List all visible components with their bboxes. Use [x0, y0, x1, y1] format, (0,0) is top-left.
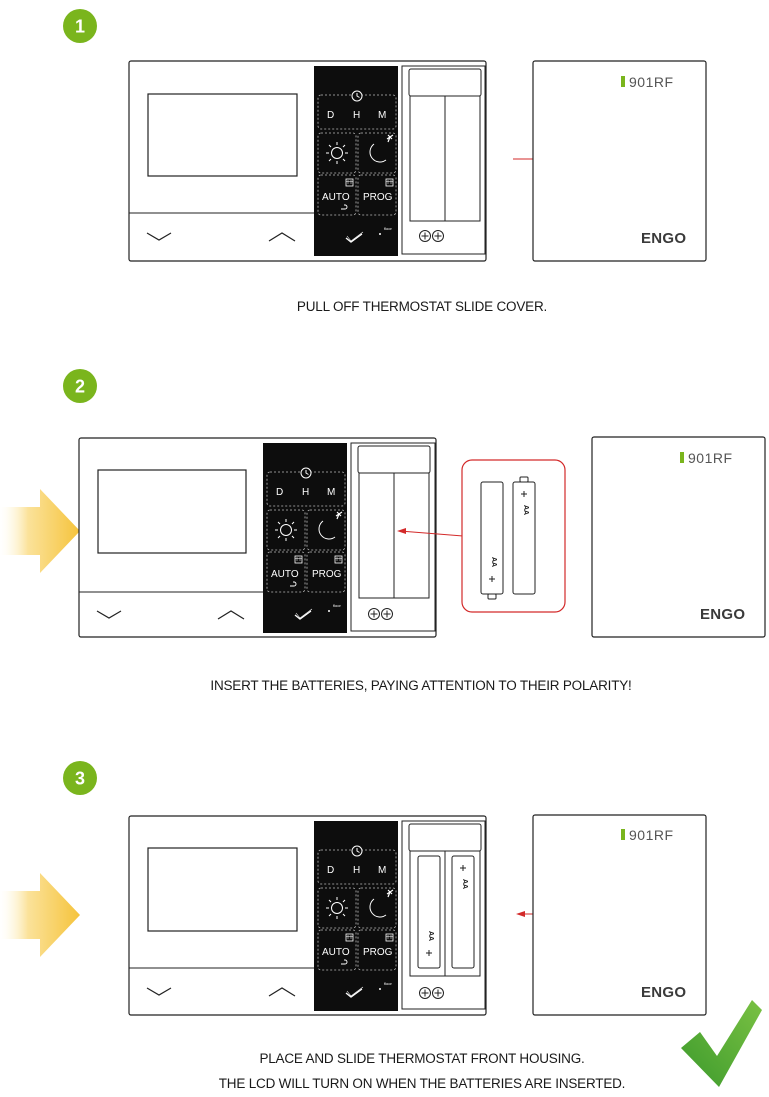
slide-cover: 901RF ENGO	[591, 436, 766, 638]
svg-text:D: D	[276, 487, 283, 498]
arrow-up-icon	[268, 987, 296, 997]
panel-labels-3: D H M AUTO PROG floor	[322, 865, 393, 986]
step-caption-line-1: PLACE AND SLIDE THERMOSTAT FRONT HOUSING…	[259, 1051, 584, 1066]
svg-text:3: 3	[75, 769, 85, 789]
svg-text:PROG: PROG	[312, 569, 342, 580]
battery-compartment	[358, 472, 395, 599]
screw-icon	[419, 230, 431, 242]
svg-text:901RF: 901RF	[688, 450, 733, 466]
svg-text:901RF: 901RF	[629, 827, 674, 843]
svg-text:H: H	[353, 865, 360, 876]
step-2: 2 AA	[0, 369, 766, 693]
svg-text:2: 2	[75, 377, 85, 397]
svg-text:floor: floor	[384, 226, 392, 231]
svg-text:PROG: PROG	[363, 192, 393, 203]
svg-text:AUTO: AUTO	[322, 947, 350, 958]
yellow-arrow-icon	[0, 489, 80, 573]
svg-text:H: H	[302, 487, 309, 498]
svg-text:AA: AA	[490, 557, 497, 567]
step-caption: PULL OFF THERMOSTAT SLIDE COVER.	[297, 299, 547, 314]
arrow-down-icon	[96, 610, 122, 619]
battery-compartment	[409, 95, 446, 222]
battery-icon: AA	[480, 481, 504, 600]
step-caption: INSERT THE BATTERIES, PAYING ATTENTION T…	[210, 678, 631, 693]
svg-text:M: M	[378, 110, 386, 121]
step-badge: 1	[63, 9, 97, 43]
battery-icon: AA	[417, 855, 441, 969]
arrow-down-icon	[146, 987, 172, 996]
step-badge: 2	[63, 369, 97, 403]
svg-text:AUTO: AUTO	[271, 569, 299, 580]
svg-text:D: D	[327, 110, 334, 121]
svg-text:D: D	[327, 865, 334, 876]
yellow-arrow-icon	[0, 873, 80, 957]
lcd-screen	[97, 469, 247, 554]
slide-cover: 901RF ENGO	[532, 814, 707, 1016]
arrow-up-icon	[217, 610, 245, 620]
svg-text:M: M	[378, 865, 386, 876]
step-badge: 3	[63, 761, 97, 795]
thermostat-device	[128, 60, 487, 262]
large-checkmark-icon	[681, 1000, 762, 1087]
panel-labels-1: D H M AUTO PROG floor	[322, 110, 393, 231]
svg-text:floor: floor	[333, 603, 341, 608]
arrow-up-icon	[268, 232, 296, 242]
svg-text:floor: floor	[384, 981, 392, 986]
battery-icon: AA	[451, 855, 475, 969]
svg-text:ENGO: ENGO	[641, 230, 686, 247]
svg-text:1: 1	[75, 17, 85, 37]
battery-icon: AA	[512, 476, 536, 595]
panel-labels-2: D H M AUTO PROG floor	[271, 487, 342, 608]
thermostat-device: AA AA	[128, 815, 487, 1016]
battery-callout: AA AA	[461, 459, 566, 613]
screw-icon	[419, 987, 431, 999]
thermostat-device	[78, 437, 437, 638]
svg-text:H: H	[353, 110, 360, 121]
step-1: 1 901RF ENGO PULL OFF THERMOSTAT SLIDE C…	[63, 9, 707, 314]
svg-text:PROG: PROG	[363, 947, 393, 958]
svg-text:AUTO: AUTO	[322, 192, 350, 203]
svg-text:ENGO: ENGO	[700, 606, 745, 623]
screw-icon	[368, 608, 380, 620]
slide-cover: 901RF ENGO	[532, 60, 707, 262]
svg-text:ENGO: ENGO	[641, 984, 686, 1001]
lcd-screen	[147, 93, 298, 177]
lcd-screen	[147, 847, 298, 932]
svg-text:AA: AA	[522, 505, 529, 515]
svg-text:M: M	[327, 487, 335, 498]
step-3: 3 AA AA	[0, 761, 762, 1091]
step-caption-line-2: THE LCD WILL TURN ON WHEN THE BATTERIES …	[219, 1076, 625, 1091]
arrow-down-icon	[146, 232, 172, 241]
svg-text:AA: AA	[461, 879, 468, 889]
svg-text:AA: AA	[427, 931, 434, 941]
svg-text:901RF: 901RF	[629, 74, 674, 90]
